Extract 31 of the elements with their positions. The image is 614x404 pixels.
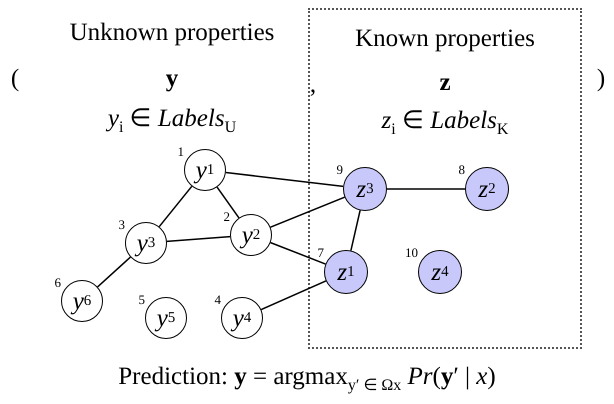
- edge-line: [270, 196, 345, 228]
- node-index: 7: [318, 246, 324, 259]
- edge-line: [97, 256, 131, 288]
- node-index: 4: [214, 293, 221, 306]
- node-index: 9: [336, 163, 343, 176]
- edge-line: [270, 242, 326, 265]
- vector-symbol: z: [439, 70, 451, 95]
- heading: Known properties: [355, 26, 535, 51]
- prediction-formula: Prediction: y = argmax$_{y′ ∈ Ωx}$ Pr(y′ | x): [118, 364, 496, 394]
- node-index: 8: [458, 163, 465, 176]
- formula: z$_{i}$ ∈ Labels$_{K}$: [382, 108, 508, 138]
- edge-line: [387, 188, 465, 190]
- edge-line: [350, 210, 361, 251]
- formula: y$_{i}$ ∈ Labels$_{U}$: [108, 106, 236, 136]
- node-index: 2: [224, 210, 230, 223]
- separator: ,: [310, 72, 316, 97]
- edge-line: [226, 172, 344, 188]
- vector-symbol: y: [166, 66, 178, 91]
- edge-line: [158, 186, 192, 228]
- edge-line: [216, 186, 240, 218]
- bracket: (: [10, 66, 20, 91]
- bracket: ): [596, 66, 606, 91]
- edge-line: [166, 236, 230, 242]
- dotted-region: [308, 8, 582, 349]
- node-index: 1: [178, 145, 184, 158]
- node-index: 3: [118, 218, 125, 231]
- heading: Unknown properties: [70, 20, 274, 45]
- node-index: 10: [405, 246, 418, 259]
- node-index: 5: [138, 293, 145, 306]
- node-index: 6: [54, 276, 61, 289]
- edge-line: [260, 280, 326, 310]
